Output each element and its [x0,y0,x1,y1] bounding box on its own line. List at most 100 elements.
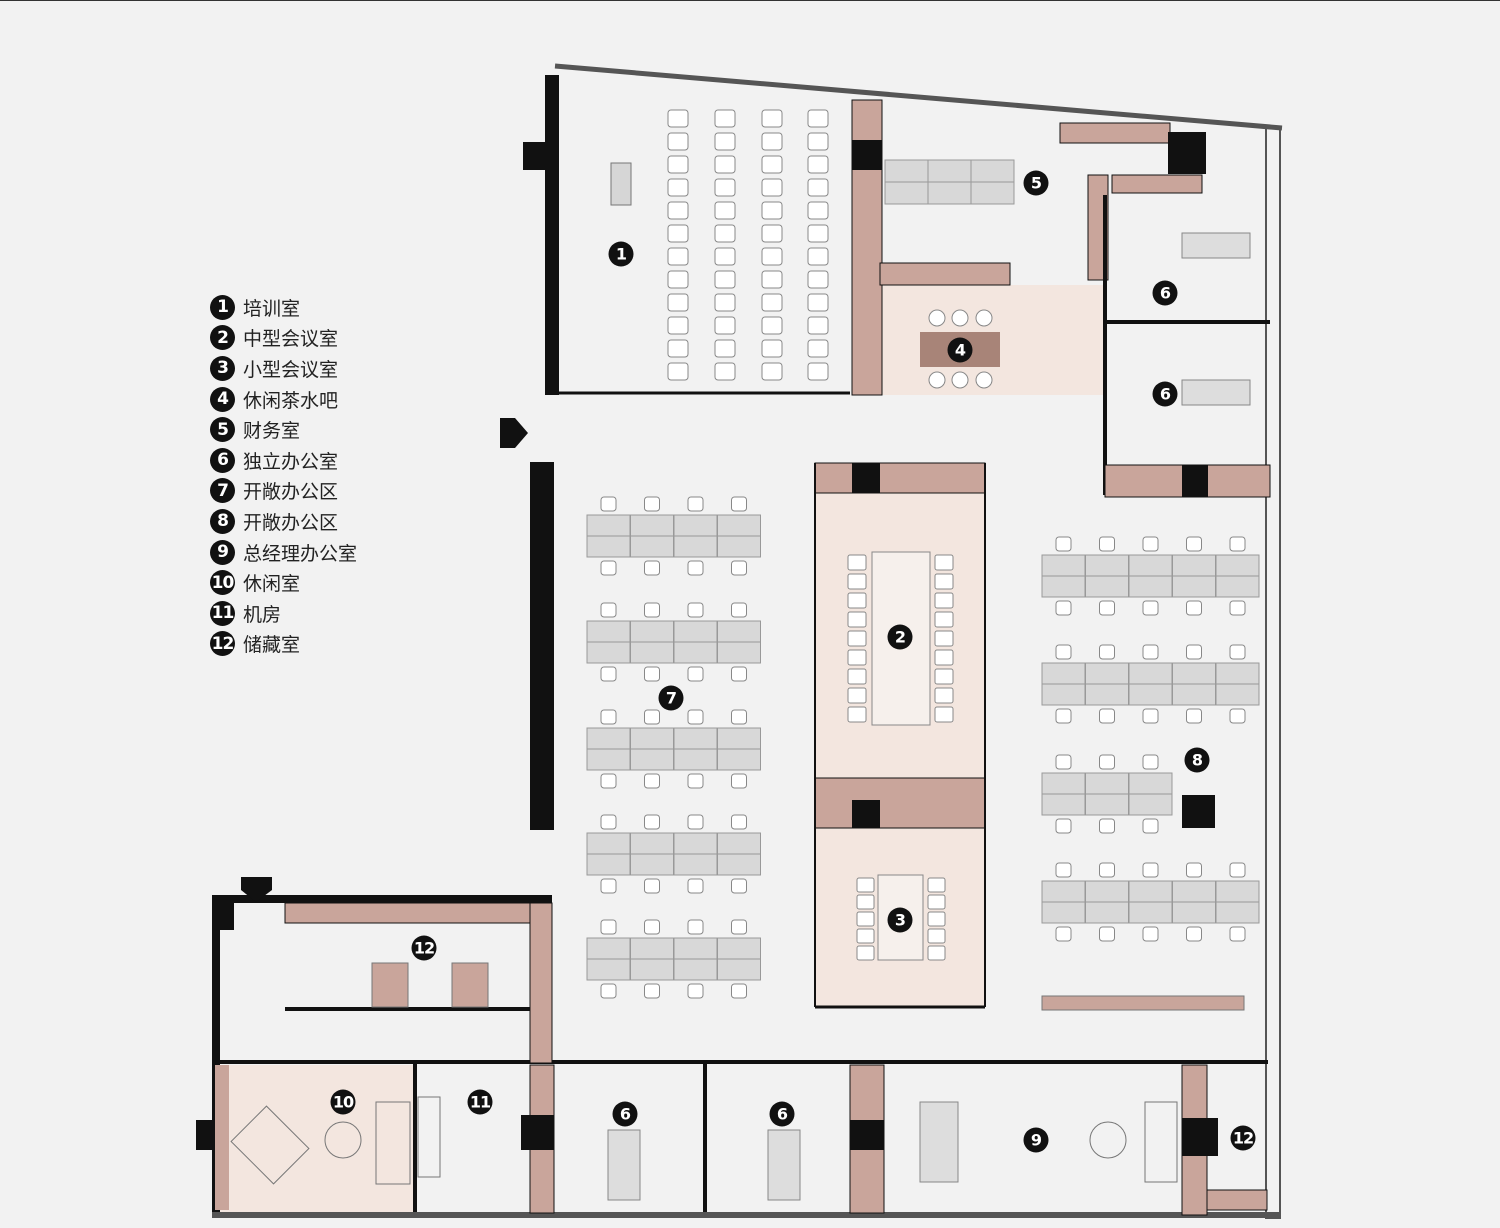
chair [856,945,875,961]
legend-label: 休闲室 [243,573,301,596]
room-marker: 12 [1230,1125,1256,1151]
chair [714,155,736,174]
lower-left-wall [212,895,220,1215]
chair [714,247,736,266]
chair [1055,644,1072,660]
desk [1128,772,1173,795]
legend-label: 财务室 [243,420,301,443]
chair [731,666,747,682]
chair [687,814,704,830]
chair [687,602,704,618]
desk [1172,554,1216,577]
chair [934,592,954,609]
chair [934,687,954,704]
desk [586,535,631,558]
desk [717,514,761,537]
legend-label: 机房 [243,603,282,626]
desk [1041,793,1086,816]
desk [673,958,718,981]
chair [847,630,867,647]
desk [630,832,674,855]
chair [1229,600,1246,616]
chair [714,339,736,358]
chair [644,496,660,512]
chair [761,132,783,151]
podium [610,162,632,206]
chair [934,611,954,628]
chair [807,270,829,289]
chair [1099,536,1115,552]
desk [1085,554,1129,577]
room-marker: 3 [887,907,913,933]
chair [1186,536,1202,552]
chair [927,945,946,961]
chair [667,339,689,358]
desk [586,832,631,855]
desk [970,181,1015,205]
desk [630,620,674,643]
chair [934,554,954,571]
chair [687,666,704,682]
stool [975,309,993,327]
desk [1041,554,1086,577]
desk [1172,880,1216,903]
chair [927,911,946,927]
desk [586,641,631,664]
desk [1085,901,1129,924]
legend-label: 独立办公室 [243,450,339,473]
chair [847,554,867,571]
desk [586,727,631,750]
chair [731,814,747,830]
chair [934,630,954,647]
chair [644,983,660,999]
legend-number: 9 [210,539,235,565]
desk [1215,880,1260,903]
desk [717,853,761,876]
chair [1055,818,1072,834]
chair [1142,600,1159,616]
room-marker: 10 [330,1089,356,1115]
chair [1229,862,1246,878]
chair [600,919,617,935]
legend-number: 6 [210,447,235,473]
desk [1215,683,1260,706]
chair [1099,708,1115,724]
desk [1085,683,1129,706]
chair [1229,708,1246,724]
desk [1085,880,1129,903]
chair [1099,644,1115,660]
desk [586,853,631,876]
chair [807,293,829,312]
legend-label: 开敞办公区 [243,511,339,534]
desk [630,514,674,537]
chair [934,668,954,685]
legend-label: 开敞办公区 [243,481,339,504]
chair [644,560,660,576]
entrance-arrow-icon [241,877,272,902]
desk [630,641,674,664]
chair [644,878,660,894]
legend-number: 11 [210,600,235,626]
chair [731,602,747,618]
pillar [523,142,548,170]
desk [1085,793,1129,816]
chair [927,928,946,944]
chair [1055,862,1072,878]
desk [717,937,761,960]
chair [687,773,704,789]
chair [1229,644,1246,660]
desk [1172,901,1216,924]
chair [714,293,736,312]
desk [1128,662,1173,685]
chair [1229,536,1246,552]
room-marker: 9 [1023,1127,1049,1153]
storage-top-wall [212,895,552,903]
desk [1215,575,1260,598]
chair [600,878,617,894]
desk [586,958,631,981]
